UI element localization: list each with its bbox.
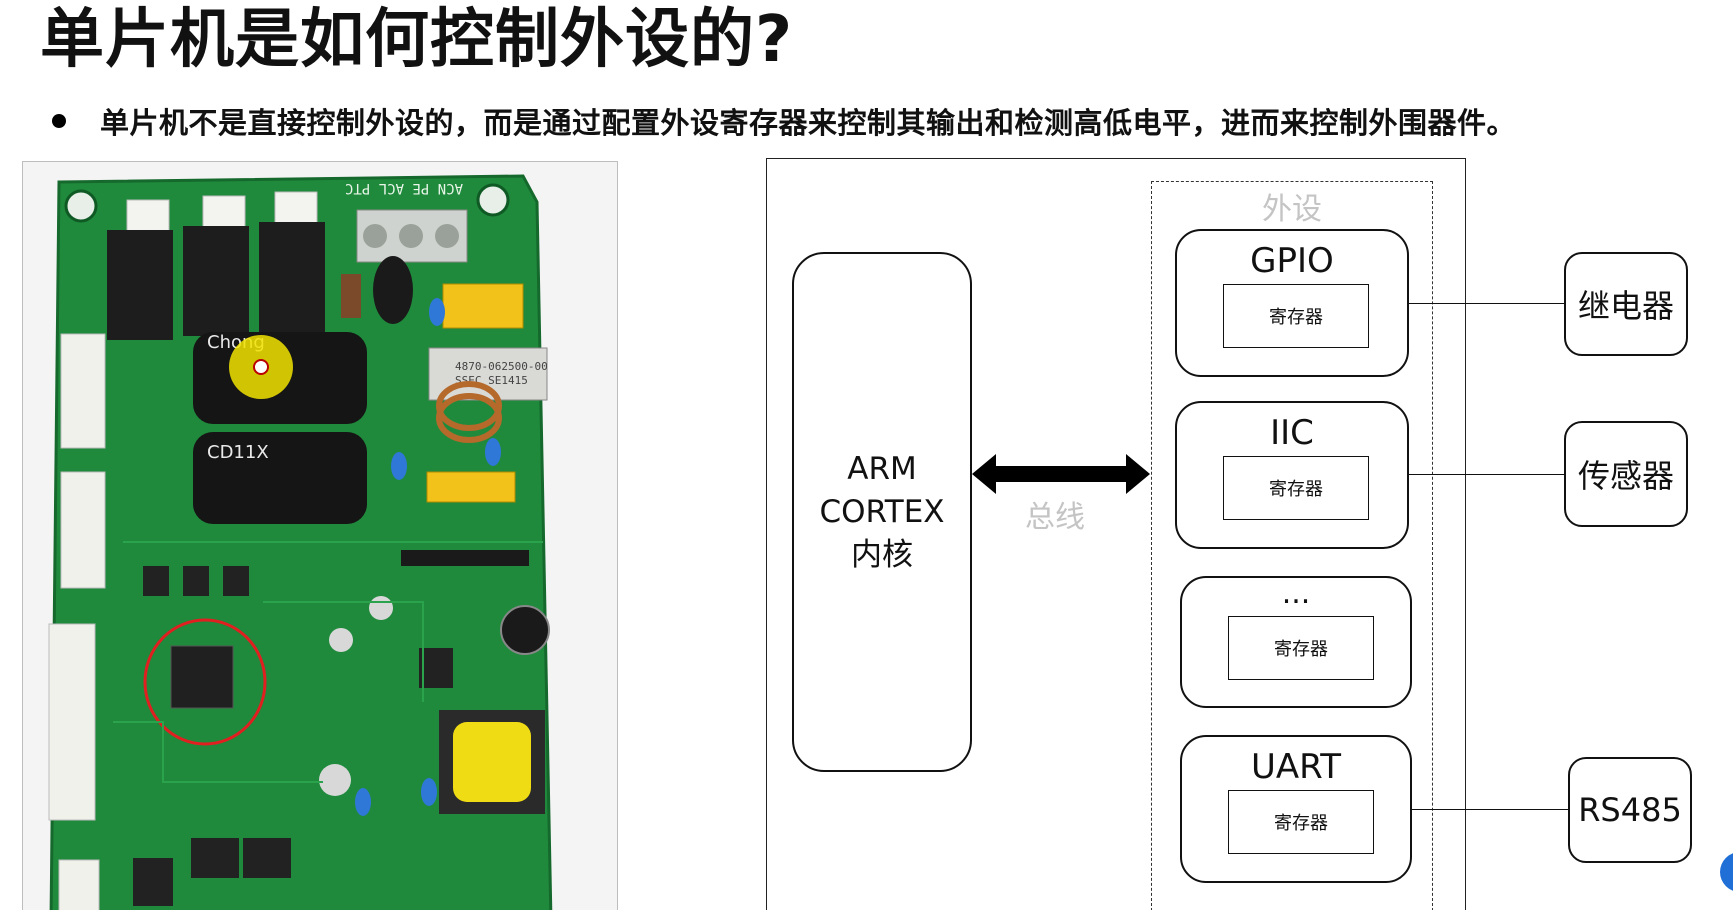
transformer-label: 4870-062500-00 [455,360,548,373]
core-line: ARM [847,450,917,487]
register-box: 寄存器 [1223,456,1369,520]
external-device-rs485: RS485 [1568,757,1692,863]
register-box: 寄存器 [1228,616,1374,680]
bus-arrow-icon [972,454,1150,494]
mounting-hole-icon [64,189,98,223]
external-device-relay: 继电器 [1564,252,1688,356]
peripheral-name: GPIO [1250,241,1334,281]
bullet-point: 单片机不是直接控制外设的，而是通过配置外设寄存器来控制其输出和检测高低电平，进而… [52,96,1516,146]
register-box: 寄存器 [1223,284,1369,348]
peripheral-box-other: ... 寄存器 [1180,576,1412,708]
peripheral-name: ... [1281,576,1311,611]
peripheral-group [1151,181,1433,910]
mcu-chip [170,645,234,709]
peripheral-name: UART [1250,747,1342,787]
peripheral-box-gpio: GPIO 寄存器 [1175,229,1409,377]
cursor-dot-icon [253,359,269,375]
wire-gpio-relay [1409,303,1564,304]
corner-button-icon[interactable] [1720,852,1733,892]
wire-iic-sensor [1409,474,1564,475]
bus-label: 总线 [1025,500,1085,535]
bullet-text: 单片机不是直接控制外设的，而是通过配置外设寄存器来控制其输出和检测高低电平，进而… [100,106,1517,140]
peripheral-box-uart: UART 寄存器 [1180,735,1412,883]
wire-uart-rs485 [1412,809,1568,810]
mounting-hole-icon [476,183,510,217]
page-title: 单片机是如何控制外设的? [40,3,794,77]
pcb-photo: ACN PE ACL PTC 4870-062500-00 [22,161,618,910]
arm-cortex-core-box: ARM CORTEX 内核 [792,252,972,772]
external-device-sensor: 传感器 [1564,421,1688,527]
diagram-frame [766,158,1466,910]
register-box: 寄存器 [1228,790,1374,854]
peripheral-group-label: 外设 [1262,192,1322,227]
core-line: CORTEX [819,493,945,530]
peripheral-name: IIC [1270,413,1314,453]
bullet-dot-icon [52,114,66,128]
core-line: 内核 [851,536,913,573]
mcu-highlight-circle [143,618,267,746]
silkscreen-text: ACN PE ACL PTC [345,180,463,196]
peripheral-box-iic: IIC 寄存器 [1175,401,1409,549]
capacitor-model-label: CD11X [207,442,269,463]
